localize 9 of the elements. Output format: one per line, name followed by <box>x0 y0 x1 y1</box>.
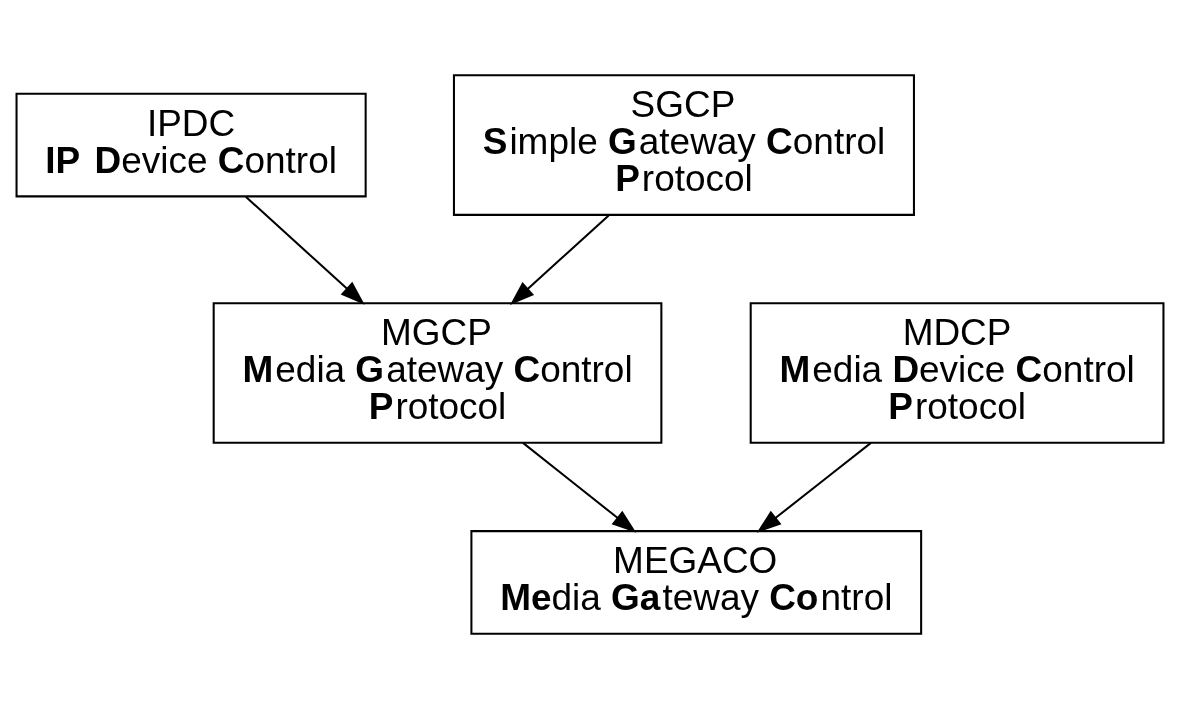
node-box: MEGACO Media Gateway Control <box>470 529 923 635</box>
arrow <box>245 195 365 305</box>
arrow <box>510 214 610 305</box>
node-box: IPDC IP Device Control <box>15 92 367 197</box>
node-box: MGCP Media Gateway Control Protocol <box>212 301 663 444</box>
arrow <box>756 441 872 533</box>
node-box: SGCP Simple Gateway Control Protocol <box>452 73 915 216</box>
node-box: MDCP Media Device Control Protocol <box>749 301 1165 444</box>
arrow <box>522 441 637 533</box>
